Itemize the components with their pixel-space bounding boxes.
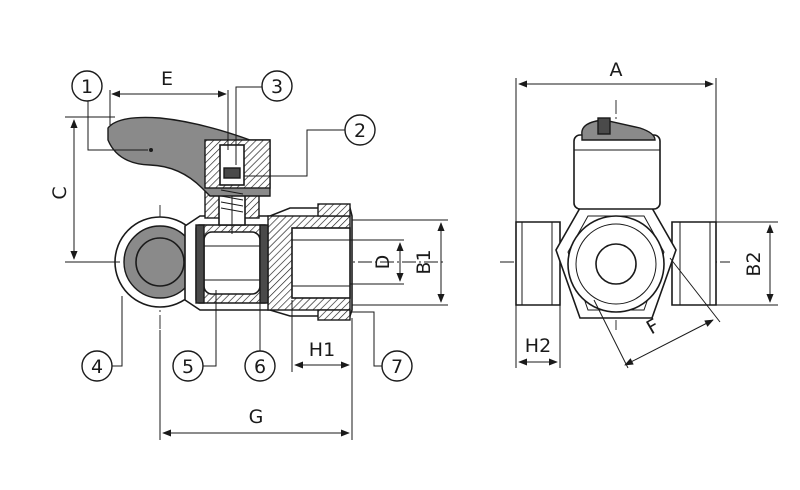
left-port (515, 221, 561, 306)
dim-label-b2: B2 (743, 251, 765, 276)
callout-5-circle (172, 350, 204, 382)
front-view (500, 100, 730, 330)
callout-2-circle (344, 114, 376, 146)
handle-top (573, 134, 661, 210)
callout-7: 7 (391, 356, 403, 378)
seal-right (259, 224, 269, 304)
callout-1-circle (71, 70, 103, 102)
dim-label-g: G (249, 406, 264, 428)
dim-label-f: F (643, 315, 663, 340)
front-view-dimensions: A B2 H2 F (515, 59, 778, 369)
dim-label-c: C (49, 186, 71, 199)
callout-6: 6 (254, 356, 266, 378)
callout-3: 3 (271, 76, 283, 98)
ball (203, 231, 261, 295)
side-view-dimensions: E C D B1 H1 G (49, 68, 448, 440)
round-end-connection (114, 216, 206, 308)
dim-label-a: A (610, 59, 623, 81)
dim-label-e: E (161, 68, 173, 90)
callout-7-circle (381, 350, 413, 382)
callout-4-circle (81, 350, 113, 382)
dim-label-h1: H1 (309, 339, 335, 361)
callout-1: 1 (81, 76, 93, 98)
callouts: 1 3 2 4 5 6 7 (71, 70, 413, 382)
callout-6-circle (244, 350, 276, 382)
right-port (671, 221, 717, 306)
dim-label-b1: B1 (413, 249, 435, 274)
callout-2: 2 (354, 120, 366, 142)
dim-label-h2: H2 (525, 335, 551, 357)
callout-3-circle (261, 70, 293, 102)
callout-5: 5 (182, 356, 194, 378)
dim-label-d: D (372, 255, 394, 270)
callout-4: 4 (91, 356, 103, 378)
side-section-view (72, 116, 445, 330)
seal-left (195, 224, 205, 304)
